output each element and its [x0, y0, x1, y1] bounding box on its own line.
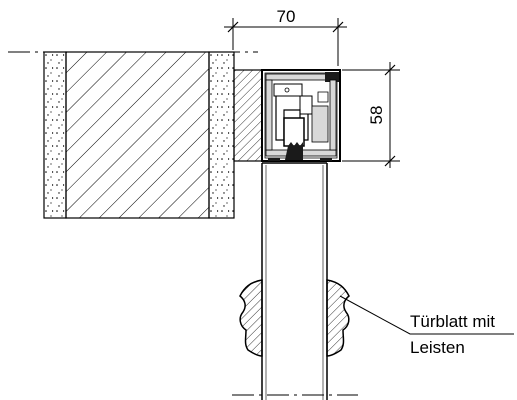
aluminium-profile — [261, 69, 341, 162]
dimension-width: 70 — [224, 7, 347, 66]
wall-masonry-core — [65, 51, 210, 219]
wall-plaster-left — [43, 51, 67, 219]
annotation-line-1: Türblatt mit — [410, 312, 495, 331]
door-leaf — [261, 162, 328, 400]
moulding-left — [239, 279, 263, 357]
dimension-width-label: 70 — [277, 7, 296, 26]
annotation-line-2: Leisten — [410, 338, 465, 357]
dimension-height: 58 — [342, 62, 400, 168]
annotation-leader — [339, 295, 514, 335]
dimension-height-label: 58 — [367, 106, 386, 125]
wall-plaster-right — [208, 51, 235, 219]
mounting-block — [233, 69, 263, 162]
moulding-right — [326, 279, 350, 357]
